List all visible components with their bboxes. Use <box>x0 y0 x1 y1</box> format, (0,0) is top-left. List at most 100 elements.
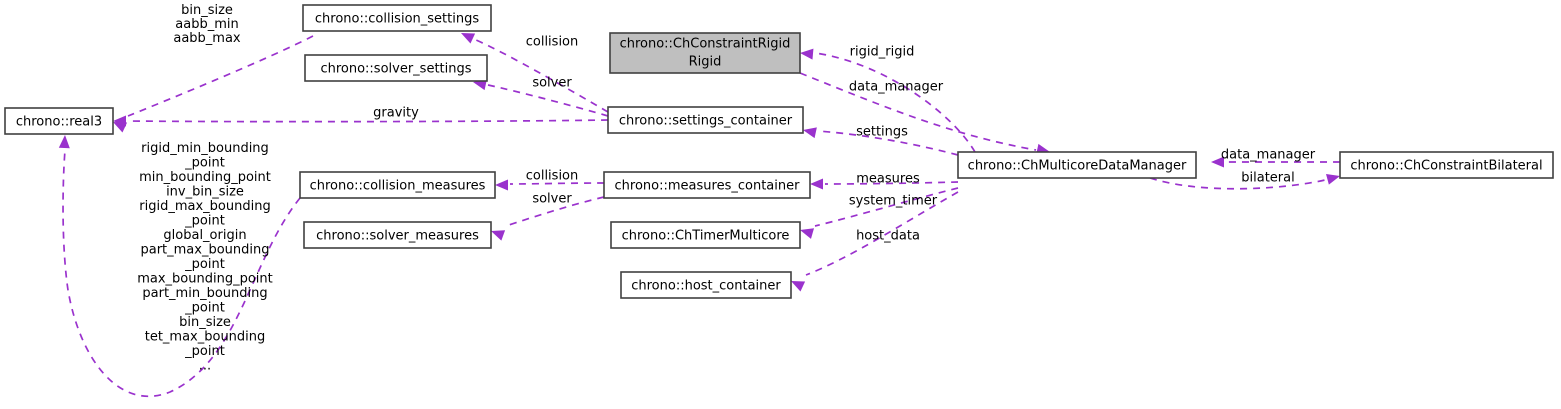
field-label: _point <box>184 301 225 316</box>
node-solver_measures[interactable]: chrono::solver_measures <box>303 221 492 249</box>
node-label: chrono::solver_measures <box>316 229 479 244</box>
edge-datamanager-to-settings_container <box>803 127 959 156</box>
field-label: max_bounding_point <box>137 272 273 287</box>
arrowhead-icon <box>1211 156 1224 168</box>
edge-label-solver-mid: solver <box>532 192 572 207</box>
node-measures_container[interactable]: chrono::measures_container <box>603 171 811 199</box>
edge-line <box>127 35 314 117</box>
node-label: chrono::ChTimerMulticore <box>622 229 790 244</box>
edge-label-solver-top: solver <box>532 76 572 91</box>
node-chmulticoredatamanager[interactable]: chrono::ChMulticoreDataManager <box>957 151 1197 179</box>
node-solver_settings[interactable]: chrono::solver_settings <box>304 54 488 82</box>
node-box[interactable] <box>620 271 792 299</box>
edges-layer <box>58 33 1340 398</box>
edge-label-rigid_rigid: rigid_rigid <box>850 45 915 60</box>
node-label: Rigid <box>689 55 722 70</box>
field-label: _point <box>184 156 225 171</box>
arrowhead-icon <box>491 230 506 241</box>
edge-label-settings: settings <box>856 125 908 140</box>
field-list-real3-measures-fields: rigid_min_bounding_pointmin_bounding_poi… <box>137 141 273 374</box>
edge-settings_container-to-collision_settings <box>461 33 609 113</box>
edge-line <box>799 72 1037 151</box>
field-label: min_bounding_point <box>139 170 271 185</box>
field-label: inv_bin_size <box>166 185 244 200</box>
node-box[interactable] <box>609 32 801 74</box>
arrowhead-icon <box>113 115 126 127</box>
node-real3[interactable]: chrono::real3 <box>4 107 114 135</box>
field-label: part_min_bounding <box>142 286 267 301</box>
field-label: _point <box>184 214 225 229</box>
node-label: chrono::solver_settings <box>320 62 471 77</box>
node-box[interactable] <box>303 221 492 249</box>
node-label: chrono::ChMulticoreDataManager <box>968 159 1187 174</box>
field-label: part_max_bounding <box>140 243 269 258</box>
node-settings_container[interactable]: chrono::settings_container <box>607 106 804 134</box>
edge-label-measures: measures <box>856 172 920 187</box>
node-chconstraintbilateral[interactable]: chrono::ChConstraintBilateral <box>1339 151 1554 179</box>
edge-label-collision-mid: collision <box>526 169 579 184</box>
field-label: rigid_min_bounding <box>141 141 269 156</box>
arrowhead-icon <box>800 228 815 239</box>
node-collision_measures[interactable]: chrono::collision_measures <box>299 171 496 199</box>
node-box[interactable] <box>610 221 801 249</box>
edge-line <box>817 130 959 156</box>
node-box[interactable] <box>607 106 804 134</box>
field-label: bin_size <box>181 3 233 18</box>
node-box[interactable] <box>302 4 492 32</box>
node-label: chrono::host_container <box>631 279 781 294</box>
node-box[interactable] <box>4 107 114 135</box>
node-label: chrono::real3 <box>16 115 102 130</box>
edge-line <box>1149 177 1326 190</box>
arrowhead-icon <box>810 178 823 190</box>
edge-datamanager-to-chtimermulticore <box>800 187 959 239</box>
node-box[interactable] <box>957 151 1197 179</box>
arrowhead-icon <box>1326 174 1340 185</box>
node-box[interactable] <box>299 171 496 199</box>
field-lists-layer: bin_sizeaabb_minaabb_maxrigid_min_boundi… <box>137 3 273 374</box>
edge-measures_container-to-solver_measures <box>491 196 605 241</box>
arrowhead-icon <box>791 281 806 292</box>
field-label: global_origin <box>163 228 246 243</box>
node-label: chrono::ChConstraintBilateral <box>1350 159 1542 174</box>
arrowhead-icon <box>803 127 817 139</box>
field-label: _point <box>184 257 225 272</box>
node-box[interactable] <box>304 54 488 82</box>
arrowhead-icon <box>473 79 487 91</box>
node-box[interactable] <box>603 171 811 199</box>
field-label: _point <box>184 344 225 359</box>
field-label: aabb_min <box>175 17 238 32</box>
edge-line <box>814 52 976 153</box>
edge-line <box>62 149 301 398</box>
node-label: chrono::collision_settings <box>315 12 479 27</box>
edge-label-bilateral: bilateral <box>1241 171 1294 186</box>
edge-line <box>824 181 959 185</box>
edge-datamanager-to-chconstraintbilateral <box>1149 174 1340 190</box>
edge-labels-layer: collision solver gravity rigid_rigid data_ma… <box>373 35 1316 244</box>
edge-line <box>805 191 959 276</box>
field-label: ... <box>199 359 211 374</box>
edge-label-data_manager-1: data_manager <box>849 80 944 95</box>
node-chtimermulticore[interactable]: chrono::ChTimerMulticore <box>610 221 801 249</box>
arrowhead-icon <box>800 48 814 60</box>
edge-label-collision-top: collision <box>526 35 579 50</box>
edge-label-host_data: host_data <box>856 229 920 244</box>
field-label: bin_size <box>179 315 231 330</box>
edge-settings_container-to-solver_settings <box>473 79 609 117</box>
edge-datamanager-to-host_container <box>791 191 959 292</box>
edge-datamanager-to-chconstraintrigidrigid <box>800 48 976 153</box>
edge-line <box>505 196 605 227</box>
edge-chconstraintbilateral-to-datamanager <box>1211 156 1340 168</box>
node-host_container[interactable]: chrono::host_container <box>620 271 792 299</box>
edge-measures_container-to-collision_measures <box>495 179 605 191</box>
field-label: rigid_max_bounding <box>139 199 270 214</box>
edge-line <box>487 84 609 117</box>
node-box[interactable] <box>1339 151 1554 179</box>
node-label: chrono::collision_measures <box>310 179 486 194</box>
arrowhead-icon <box>461 33 476 44</box>
edge-collision_measures-to-real3 <box>58 135 301 398</box>
edge-label-gravity: gravity <box>373 106 419 121</box>
node-label: chrono::measures_container <box>615 179 801 194</box>
node-collision_settings[interactable]: chrono::collision_settings <box>302 4 492 32</box>
